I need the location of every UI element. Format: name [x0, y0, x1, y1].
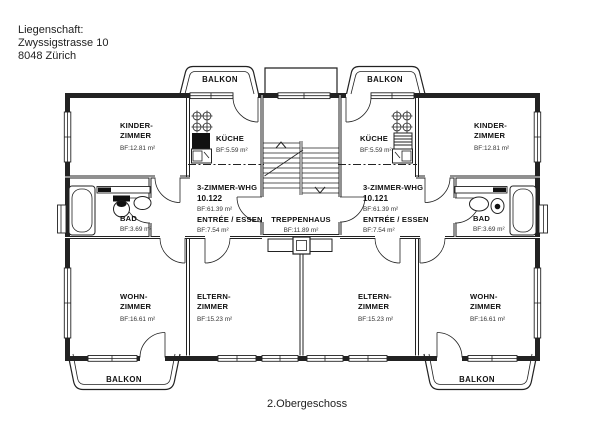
room-label: ZIMMER	[120, 131, 151, 140]
radiator-icon	[98, 187, 111, 192]
room-label: ZIMMER	[197, 302, 228, 311]
room-label: ZIMMER	[120, 302, 151, 311]
stair-up-arrow-icon	[275, 141, 287, 149]
kitchen-sink-icon	[191, 148, 212, 164]
room-label: TREPPENHAUS	[271, 215, 331, 224]
property-label: Liegenschaft:	[18, 24, 83, 36]
door-entry-left	[236, 196, 263, 223]
kitchen-left-fixtures	[191, 110, 213, 164]
property-header: Liegenschaft: Zwyssigstrasse 10 8048 Zür…	[18, 24, 108, 62]
apartment-type: 3-ZIMMER-WHG	[363, 183, 423, 192]
room-label: WOHN-	[470, 292, 498, 301]
stove-icon	[391, 110, 413, 150]
bath-shelf	[454, 186, 508, 194]
room-area: BF:16.61 m²	[470, 316, 505, 323]
door-elternzimmer-right	[374, 237, 401, 264]
room-label: ELTERN-	[197, 292, 231, 301]
floor-title: 2.Obergeschoss	[267, 398, 348, 410]
balcony-label: BALKON	[459, 375, 495, 384]
toilet-icon	[113, 195, 130, 218]
stair-bay-outline	[264, 67, 338, 93]
door-entry-right	[339, 196, 366, 223]
room-area: BF:11.89 m²	[284, 227, 319, 234]
apartment-number: 10.122	[197, 194, 222, 203]
washbasin-icon	[133, 196, 152, 210]
room-label: KINDER-	[120, 121, 153, 130]
room-label: KÜCHE	[216, 134, 244, 143]
labels-right-apartment: KINDER- ZIMMER BF:12.81 m² KÜCHE BF:5.59…	[358, 121, 509, 323]
room-label: KÜCHE	[360, 134, 388, 143]
windows	[57, 92, 548, 362]
doors	[124, 96, 481, 358]
door-kinderzimmer-left	[154, 177, 181, 203]
room-area: BF:15.23 m²	[197, 316, 232, 323]
room-area: BF:12.81 m²	[120, 145, 155, 152]
balcony-label: BALKON	[202, 75, 238, 84]
balcony-label: BALKON	[106, 375, 142, 384]
radiator-icon	[493, 187, 506, 192]
room-label: BAD	[473, 214, 490, 223]
apartment-type: 3-ZIMMER-WHG	[197, 183, 257, 192]
door-kitchen-right	[345, 96, 372, 123]
bathtub-icon	[68, 185, 96, 236]
stove-icon	[191, 110, 213, 149]
bath-right-fixtures	[454, 185, 537, 236]
door-elternzimmer-left	[204, 237, 231, 264]
room-area: BF:7.54 m²	[363, 227, 395, 234]
room-area: BF:7.54 m²	[197, 227, 229, 234]
labels-left-apartment: KINDER- ZIMMER BF:12.81 m² KÜCHE BF:5.59…	[120, 121, 263, 323]
room-area: BF:12.81 m²	[474, 145, 509, 152]
bath-left-fixtures	[68, 185, 152, 236]
bath-window-box-left	[57, 204, 67, 234]
room-label: WOHN-	[120, 292, 148, 301]
room-label: ZIMMER	[358, 302, 389, 311]
room-label: KINDER-	[474, 121, 507, 130]
apartment-area: BF:61.39 m²	[363, 206, 398, 213]
bathtub-icon	[509, 185, 537, 236]
kitchen-right-fixtures	[391, 110, 413, 164]
door-wohnzimmer-right	[419, 237, 446, 264]
room-label: ZIMMER	[470, 302, 501, 311]
door-balcony-wohn-right	[436, 332, 463, 358]
room-area: BF:5.59 m²	[360, 147, 392, 154]
property-city: 8048 Zürich	[18, 50, 76, 62]
room-label: BAD	[120, 214, 137, 223]
interior-walls	[65, 95, 540, 356]
washbasin-icon	[469, 196, 489, 212]
toilet-icon	[490, 198, 505, 214]
room-area: BF:15.23 m²	[358, 316, 393, 323]
door-balcony-wohn-left	[139, 332, 166, 358]
room-label: ENTRÉE / ESSEN	[363, 215, 429, 224]
door-kitchen-left	[232, 96, 259, 123]
balcony-bottom-left: BALKON	[67, 353, 181, 391]
room-label: ELTERN-	[358, 292, 392, 301]
vestibule-element	[267, 236, 333, 255]
apartment-number: 10.121	[363, 194, 388, 203]
door-wohnzimmer-left	[159, 237, 186, 264]
room-area: BF:5.59 m²	[216, 147, 248, 154]
apartment-area: BF:61.39 m²	[197, 206, 232, 213]
stair-down-arrow-icon	[314, 186, 326, 194]
room-label: ENTRÉE / ESSEN	[197, 215, 263, 224]
balcony-bottom-right: BALKON	[423, 353, 538, 391]
room-area: BF:3.69 m²	[473, 226, 505, 233]
balcony-top-right: BALKON	[345, 65, 426, 95]
room-label: ZIMMER	[474, 131, 505, 140]
property-street: Zwyssigstrasse 10	[18, 37, 108, 49]
staircase-icon	[263, 141, 340, 195]
balcony-label: BALKON	[367, 75, 403, 84]
bath-shelf	[96, 186, 151, 194]
room-area: BF:16.61 m²	[120, 316, 155, 323]
kitchen-sink-icon	[392, 148, 413, 164]
balcony-top-left: BALKON	[179, 65, 260, 95]
room-area: BF:3.69 m²	[120, 226, 152, 233]
labels-stairwell: TREPPENHAUS BF:11.89 m²	[271, 215, 331, 234]
door-kinderzimmer-right	[424, 177, 451, 203]
